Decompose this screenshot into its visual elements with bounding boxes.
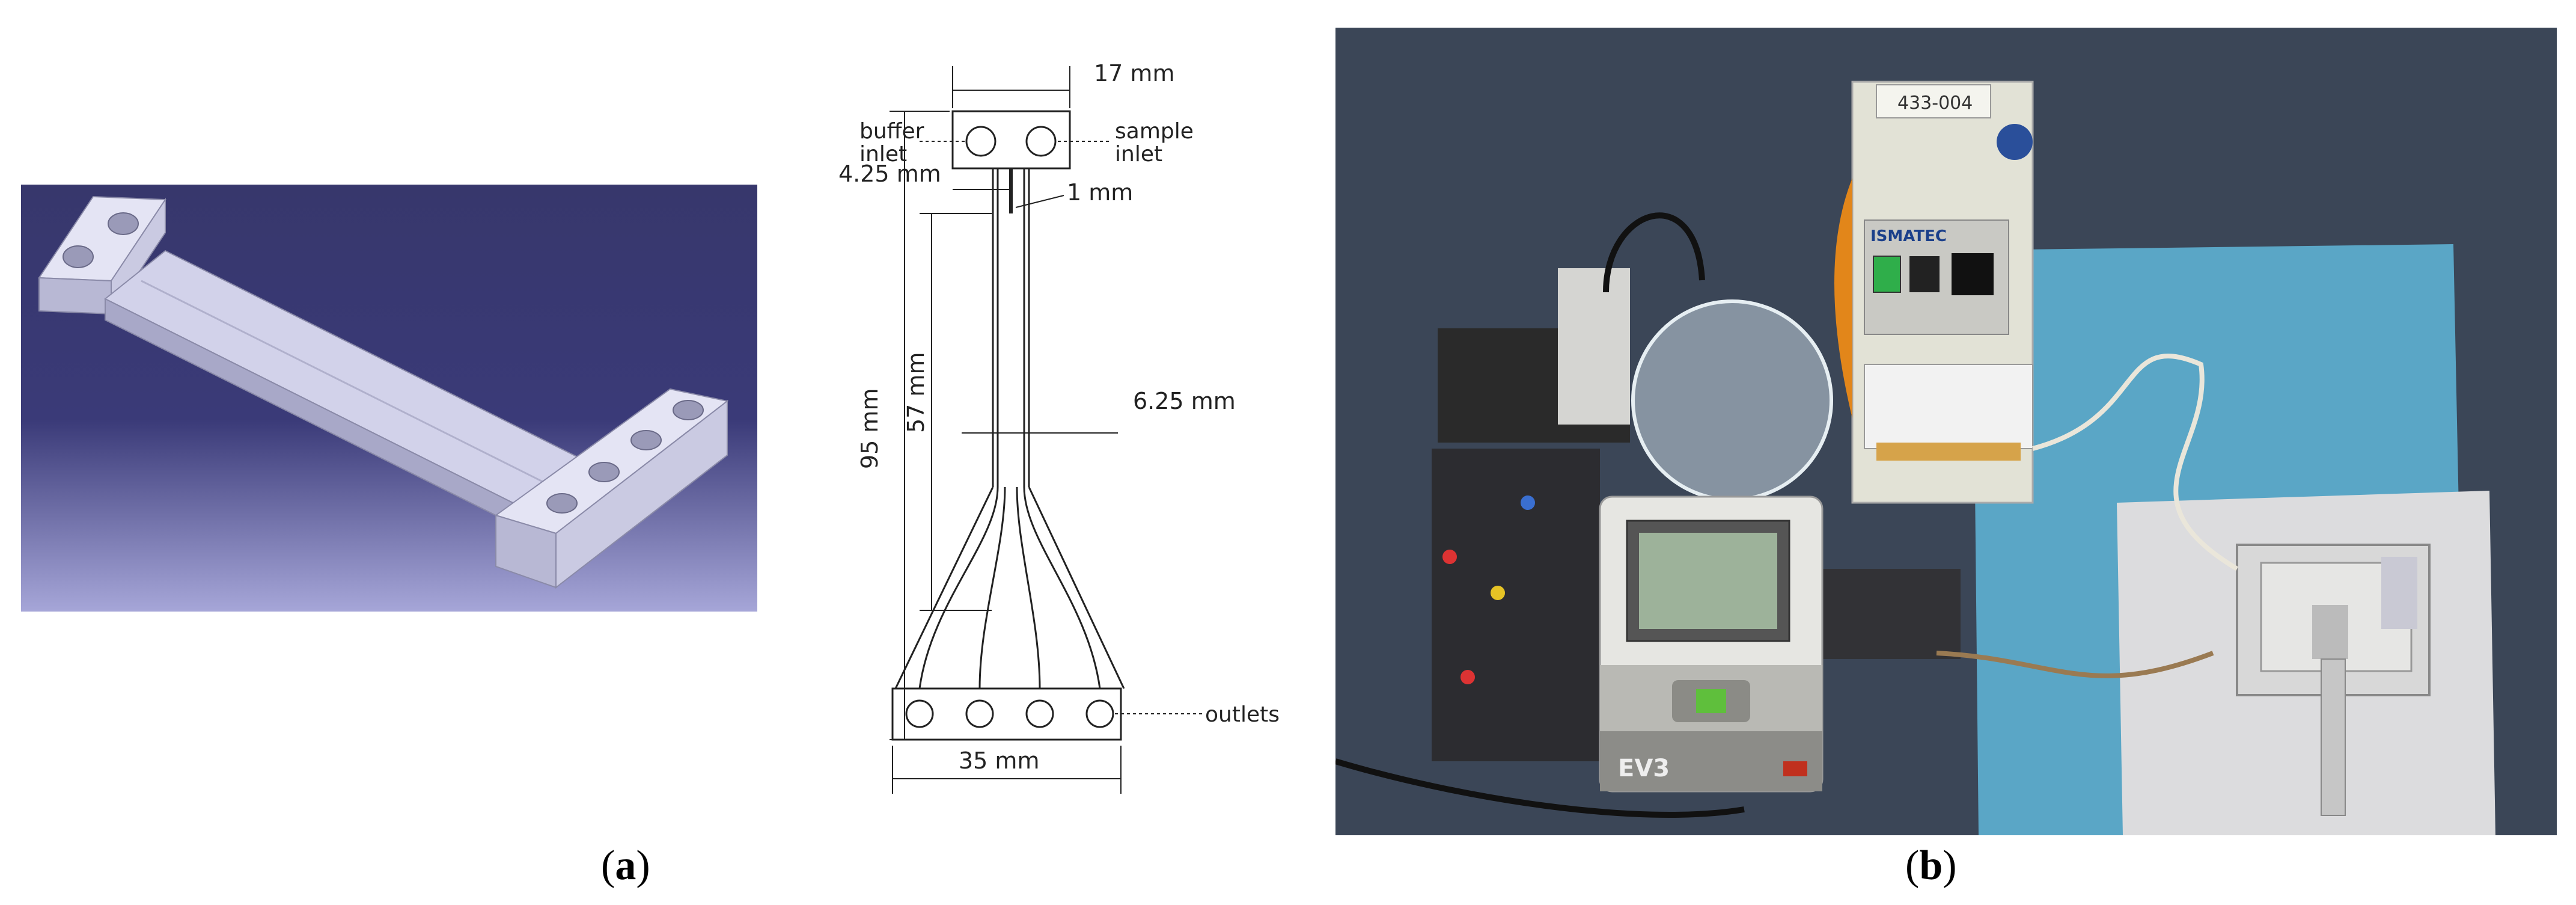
dimension-drawing: 17 mm buffer inlet sample inlet 4.25 mm … (838, 60, 1280, 794)
panel-b-label: (b) (1905, 842, 1957, 889)
dim-95mm: 95 mm (856, 388, 883, 469)
glass-beaker (1631, 299, 1833, 502)
cad-render (21, 185, 757, 612)
sample-inlet-label-1: sample (1115, 119, 1194, 144)
pump-brand: ISMATEC (1870, 227, 1947, 245)
cable (1335, 758, 1745, 818)
ev3-label: EV3 (1618, 755, 1670, 782)
dim-1mm: 1 mm (1067, 179, 1133, 206)
dim-4-25mm: 4.25 mm (838, 161, 941, 187)
sample-inlet-label-2: inlet (1115, 142, 1162, 167)
buffer-inlet-label-2: inlet (859, 142, 907, 167)
outlets-label: outlets (1205, 702, 1280, 727)
tubing-brown (1936, 651, 2214, 678)
buffer-inlet-label-1: buffer (859, 119, 924, 144)
pump-tag: 433-004 (1897, 93, 1973, 114)
dim-35mm: 35 mm (959, 747, 1039, 774)
panel-a-label: (a) (601, 842, 650, 889)
peristaltic-pump: 433-004 ISMATEC (1834, 81, 2034, 504)
cable-top (1603, 212, 1705, 293)
experiment-photo: 433-004 ISMATEC EV3 (1335, 28, 2557, 835)
dim-6-25mm: 6.25 mm (1133, 388, 1236, 414)
inlet-block (951, 110, 1071, 170)
dim-17mm: 17 mm (1094, 60, 1174, 87)
dim-57mm: 57 mm (903, 352, 929, 433)
tubing (2031, 354, 2239, 571)
ev3-brick: EV3 (1599, 495, 1824, 793)
chip-model (38, 195, 729, 589)
chip-holder (2236, 544, 2431, 816)
